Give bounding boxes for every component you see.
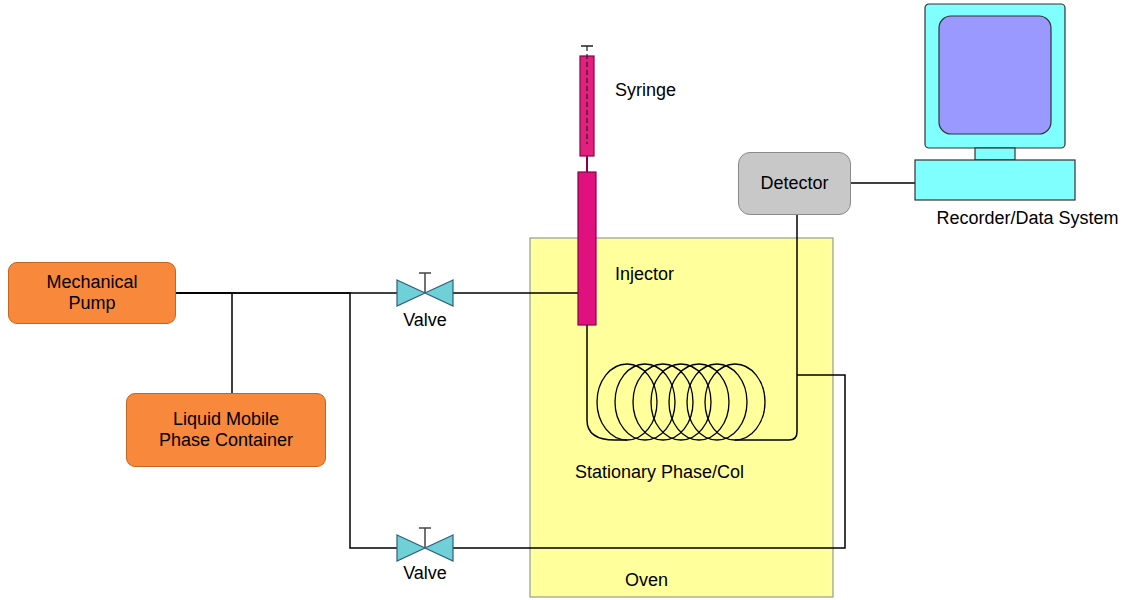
node-label: Injector <box>615 264 678 285</box>
node-label: Liquid Mobile Phase Container <box>146 409 306 451</box>
node-label: Syringe <box>615 80 688 101</box>
coil-loop <box>687 364 747 440</box>
node-label: Recorder/Data System <box>915 208 1140 229</box>
syringe: Syringe <box>578 44 688 164</box>
coil-loop <box>705 364 765 440</box>
injector-tube <box>578 172 596 325</box>
node-label: Detector <box>760 173 828 194</box>
pipe-line <box>453 292 578 294</box>
valve-symbol: Valve <box>397 280 453 332</box>
node-label: Mechanical Pump <box>37 272 147 314</box>
valve-handle <box>419 528 431 548</box>
node-label: Stationary Phase/Col <box>575 462 805 483</box>
syringe-plunger <box>586 46 587 144</box>
pipe-line <box>176 293 232 393</box>
plunger-handle <box>581 45 593 47</box>
monitor-neck <box>975 148 1015 160</box>
valve-symbol: Valve <box>397 535 453 587</box>
node-label: Valve <box>397 563 453 584</box>
valve-body <box>397 280 453 306</box>
monitor-screen <box>939 16 1051 134</box>
valve-body <box>397 535 453 561</box>
container-box: Liquid Mobile Phase Container <box>126 393 326 467</box>
node-label: Oven <box>625 570 668 591</box>
pipe-line <box>586 325 588 362</box>
recorder-computer: Recorder/Data System <box>915 0 1140 238</box>
pipe-line <box>453 375 845 548</box>
syringe-needle <box>586 156 588 172</box>
coil-loop <box>669 364 729 440</box>
pipe-line <box>796 215 798 362</box>
oven-fill <box>530 238 833 597</box>
monitor-frame <box>925 4 1065 148</box>
pipe-line <box>851 182 915 184</box>
detector-box: Detector <box>738 152 851 215</box>
symbol-svg <box>578 172 678 325</box>
oven: InjectorStationary Phase/ColOven <box>530 238 833 597</box>
symbol-svg <box>915 0 1140 238</box>
valve-handle <box>419 273 431 293</box>
column-coil: Stationary Phase/Col <box>575 362 805 497</box>
coil-loop <box>633 364 693 440</box>
pump-box: Mechanical Pump <box>8 262 176 324</box>
column-outlet <box>735 362 805 440</box>
node-label: Valve <box>397 310 453 331</box>
coil-loop <box>615 364 675 440</box>
symbol-svg <box>578 44 688 164</box>
injector: Injector <box>578 172 678 325</box>
computer-base <box>915 160 1075 200</box>
coil-loop <box>597 364 657 440</box>
coil-loop <box>651 364 711 440</box>
